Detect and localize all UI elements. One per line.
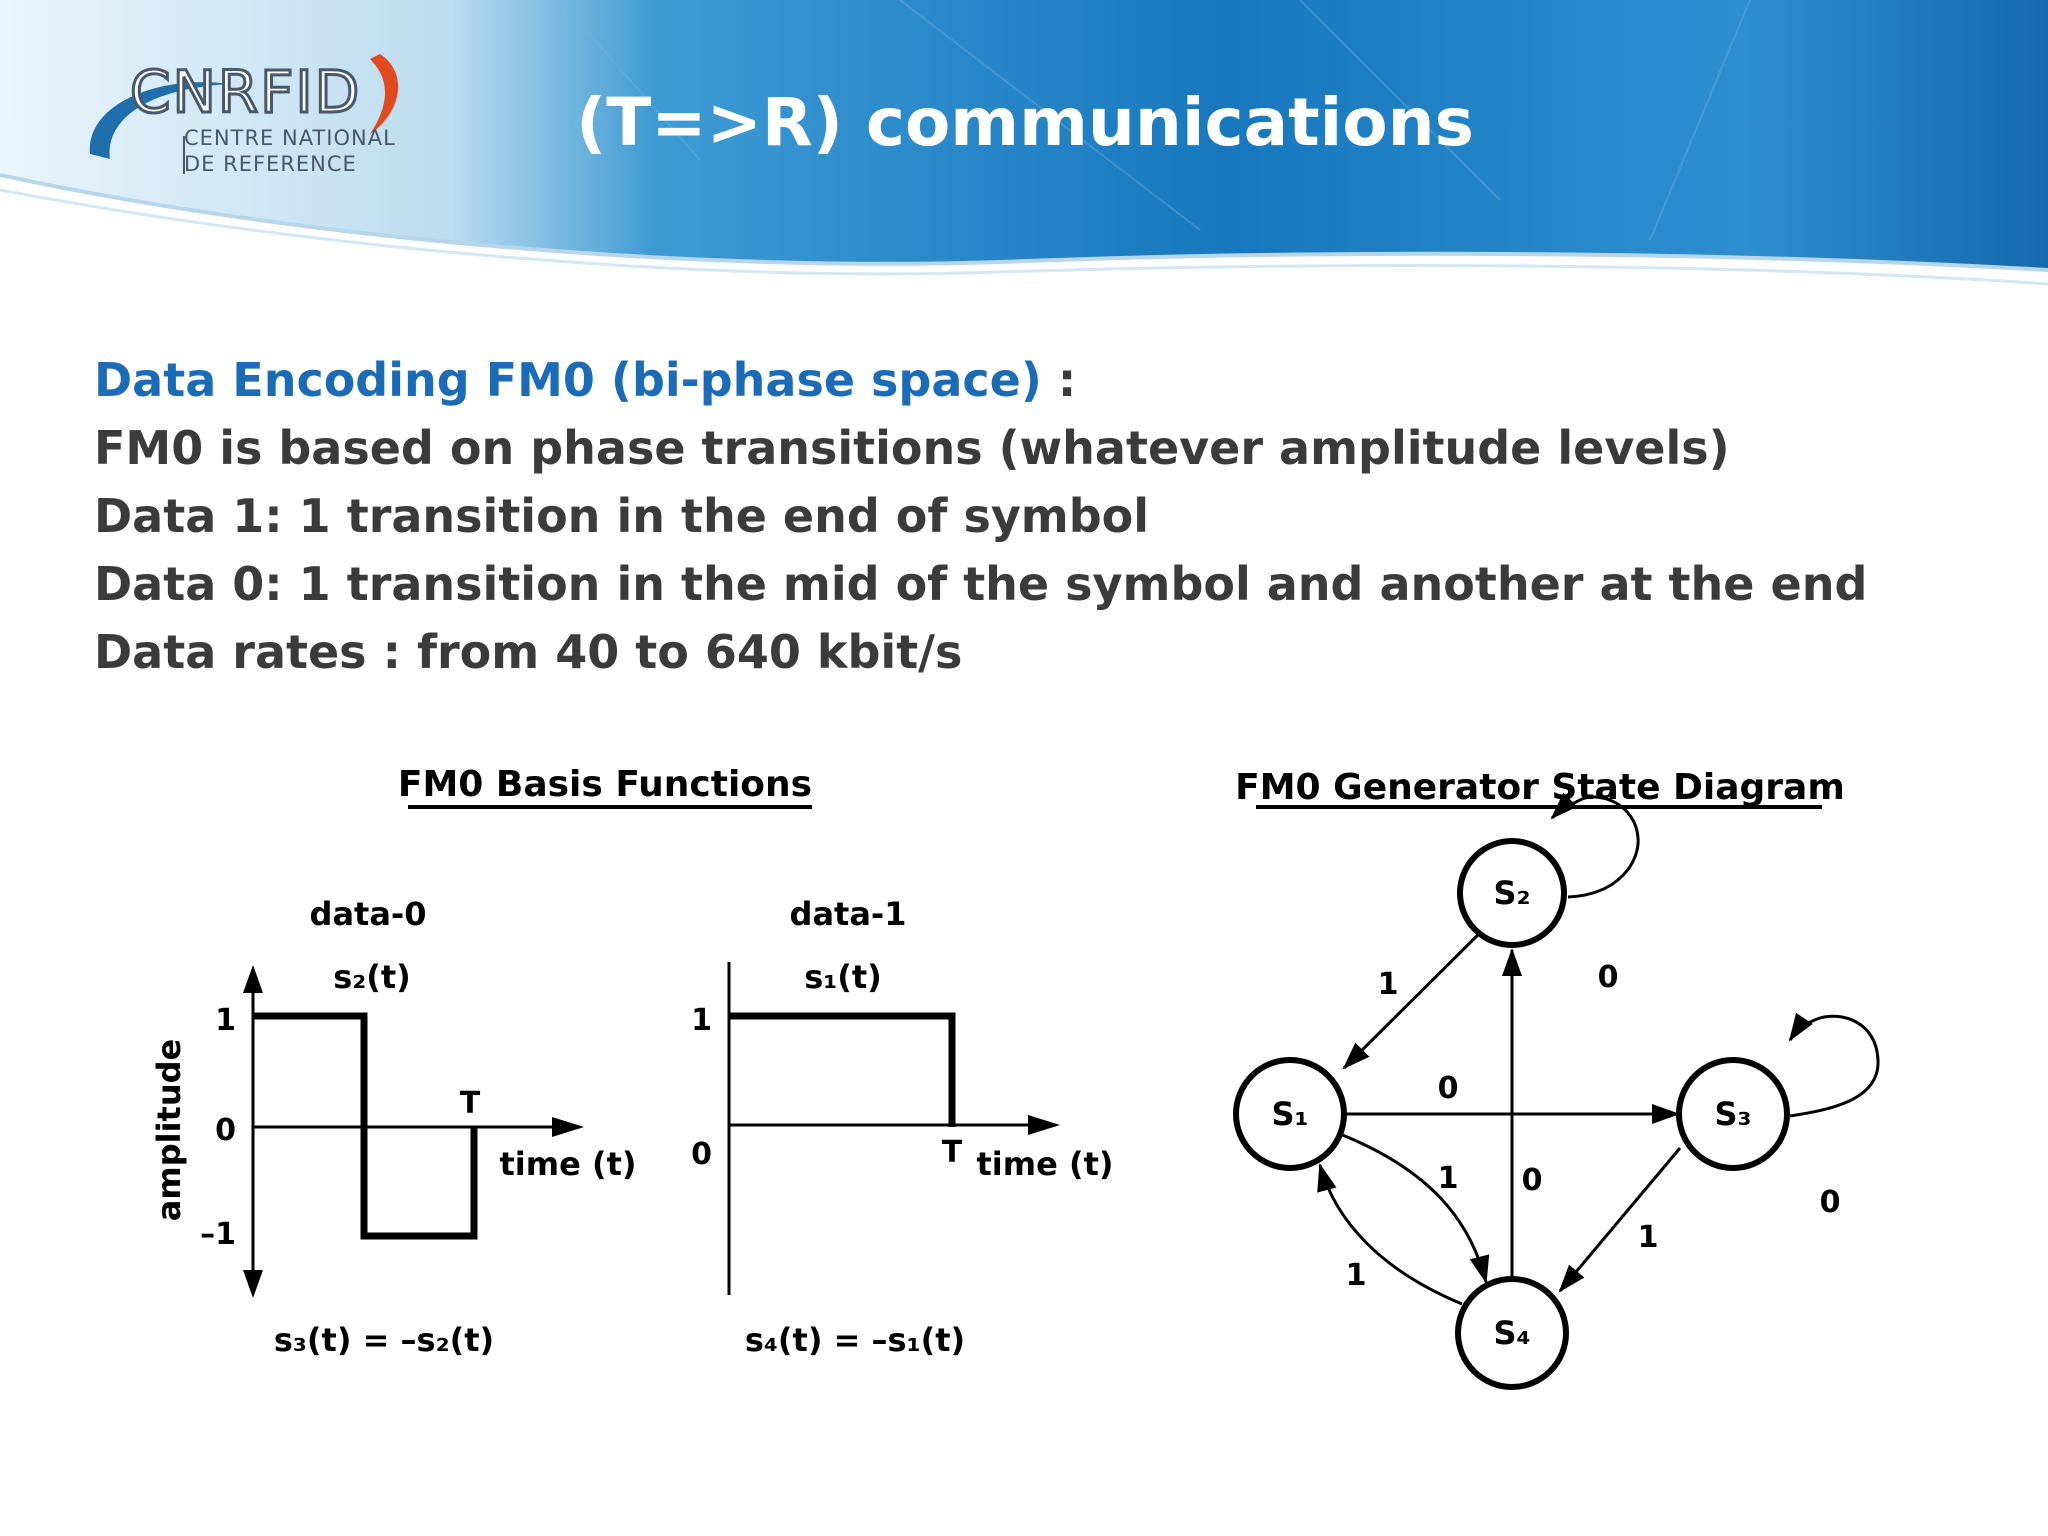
- state-s2: S₂: [1457, 838, 1567, 948]
- data1-func-label: s₁(t): [804, 958, 882, 996]
- data1-waveform: [729, 1012, 956, 1127]
- data0-tick-minus1: –1: [200, 1217, 236, 1252]
- y-axis-down-arrow: [243, 1270, 263, 1298]
- label-s4-to-s2: 0: [1522, 1163, 1543, 1198]
- section-heading: Data Encoding FM0 (bi-phase space) :: [94, 346, 1974, 414]
- logo-wordmark: CNRFID: [128, 57, 362, 128]
- body-text: Data Encoding FM0 (bi-phase space) : FM0…: [94, 346, 1974, 686]
- data1-tick-1: 1: [691, 1003, 712, 1038]
- data0-label: data-0: [310, 895, 427, 933]
- heading-suffix: :: [1041, 353, 1077, 407]
- label-s3-to-s4: 1: [1638, 1220, 1659, 1255]
- state-s4: S₄: [1455, 1276, 1569, 1390]
- edge-s4-to-s1: [1317, 1163, 1463, 1306]
- data0-tick-1: 1: [215, 1003, 236, 1038]
- data1-time-label: time (t): [977, 1145, 1114, 1183]
- heading-text: Data Encoding FM0 (bi-phase space): [94, 353, 1042, 407]
- body-line-3: Data 0: 1 transition in the mid of the s…: [94, 557, 1868, 611]
- edge-s3-to-s4: [1558, 1147, 1682, 1293]
- body-line-2: Data 1: 1 transition in the end of symbo…: [94, 489, 1150, 543]
- label-s4-to-s1: 1: [1346, 1258, 1367, 1293]
- fm0-basis-functions-figure: FM0 Basis Functions data-0 s₂(t) amplitu…: [150, 764, 1114, 1359]
- logo-subtitle-1: CENTRE NATIONAL: [184, 126, 396, 150]
- data1-tick-0: 0: [691, 1137, 712, 1172]
- data1-period-label: T: [942, 1135, 963, 1170]
- state-s3-label: S₃: [1714, 1095, 1751, 1133]
- data1-label: data-1: [790, 895, 907, 933]
- state-diagram-title: FM0 Generator State Diagram: [1235, 767, 1845, 808]
- state-s4-label: S₄: [1493, 1314, 1530, 1352]
- state-s1: S₁: [1233, 1057, 1347, 1171]
- body-line-4: Data rates : from 40 to 640 kbit/s: [94, 625, 963, 679]
- data0-waveform: [253, 1012, 478, 1240]
- edge-s2-to-s1: [1342, 916, 1497, 1070]
- state-s3: S₃: [1676, 1057, 1790, 1171]
- data0-caption: s₃(t) = –s₂(t): [274, 1321, 494, 1359]
- body-line-1: FM0 is based on phase transitions (whate…: [94, 421, 1730, 475]
- label-s2-to-s1: 1: [1378, 967, 1399, 1002]
- data0-period-label: T: [460, 1086, 481, 1121]
- data1-x-axis-arrow: [1028, 1115, 1060, 1135]
- data0-time-label: time (t): [500, 1145, 637, 1183]
- cnrfid-logo: CNRFID CENTRE NATIONAL DE REFERENCE: [80, 44, 440, 184]
- label-s1-to-s4: 1: [1438, 1161, 1459, 1196]
- state-s2-label: S₂: [1493, 874, 1530, 912]
- header-banner: [0, 0, 2048, 286]
- data0-tick-0: 0: [215, 1113, 236, 1148]
- label-s2-self: 0: [1598, 960, 1619, 995]
- y-axis-up-arrow: [243, 965, 263, 993]
- edge-s1-to-s4: [1339, 1132, 1490, 1284]
- fm0-state-diagram: FM0 Generator State Diagram S₂ S₁ S₃ S₄ …: [1233, 767, 1880, 1390]
- label-s1-to-s3: 0: [1438, 1071, 1459, 1106]
- logo-subtitle-2: DE REFERENCE: [184, 152, 357, 176]
- self-loop-s3: [1788, 1012, 1880, 1118]
- state-s1-label: S₁: [1271, 1095, 1308, 1133]
- data0-x-axis-arrow: [552, 1117, 584, 1137]
- amplitude-axis-label: amplitude: [150, 1039, 188, 1221]
- data0-func-label: s₂(t): [333, 958, 411, 996]
- slide-title: (T=>R) communications: [576, 84, 1474, 161]
- basis-title: FM0 Basis Functions: [398, 764, 812, 805]
- logo-swoosh: [89, 54, 399, 174]
- label-s3-self: 0: [1820, 1185, 1841, 1220]
- data1-caption: s₄(t) = –s₁(t): [745, 1321, 965, 1359]
- self-loop-s2: [1550, 792, 1640, 899]
